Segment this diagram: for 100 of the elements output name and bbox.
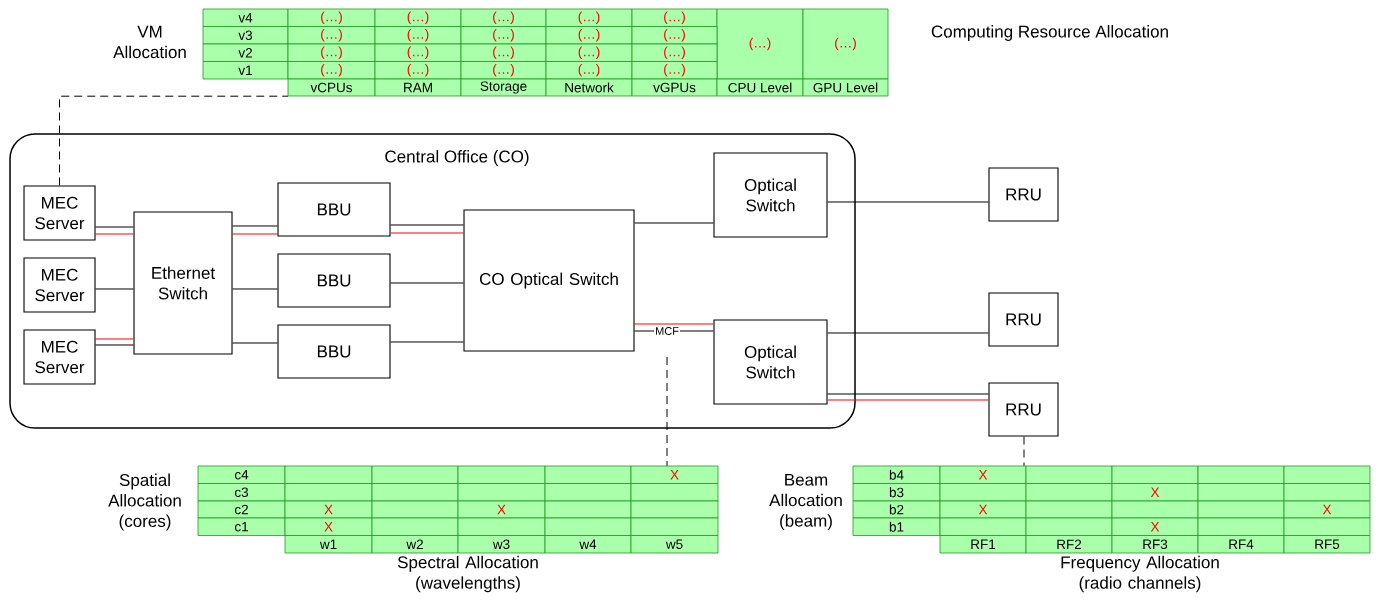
allocation-mark: X	[497, 504, 506, 515]
column-header: RAM	[404, 82, 432, 93]
column-header: w4	[579, 539, 597, 549]
connector-line	[232, 233, 278, 235]
connector-line	[95, 233, 134, 235]
cell-value: (…)	[578, 46, 600, 60]
connector-line	[390, 224, 464, 226]
row-label: c2	[234, 504, 248, 515]
connector-line	[634, 222, 714, 224]
cell-value: (…)	[664, 46, 685, 60]
cell-value: (…)	[407, 28, 429, 42]
cell-value: (…)	[664, 28, 685, 42]
node-label: Spatial Allocation (cores)	[108, 473, 181, 531]
connector-line	[390, 282, 464, 284]
switch-box: Ethernet Switch	[133, 211, 233, 355]
cell-value: (…)	[407, 46, 429, 60]
connector-line	[827, 393, 989, 395]
row-label: v3	[238, 30, 253, 40]
connector-line	[827, 399, 989, 401]
column-header: vCPUs	[310, 82, 352, 93]
connector-line	[95, 288, 134, 290]
edge-label: MCF	[654, 326, 680, 336]
column-header: w1	[319, 539, 337, 549]
column-header: vGPUs	[653, 82, 696, 93]
allocation-mark: X	[670, 470, 679, 480]
bbu-box: BBU	[277, 182, 391, 237]
cell-value: (…)	[835, 37, 856, 51]
row-label: b2	[889, 504, 904, 515]
connector-line	[390, 232, 464, 234]
column-header: RF2	[1057, 539, 1082, 549]
allocation-mark: X	[978, 470, 988, 480]
cell-value: (…)	[321, 28, 342, 42]
cell-value: (…)	[493, 11, 514, 25]
node-label: Spectral Allocation (wavelengths)	[397, 555, 538, 593]
row-label: b3	[889, 487, 904, 498]
row-label: b4	[889, 469, 904, 480]
row-label: c1	[234, 522, 248, 532]
leader-line	[1023, 436, 1025, 467]
connector-line	[232, 288, 278, 290]
cell-value: (…)	[664, 11, 685, 25]
connector-line	[95, 226, 134, 228]
column-header: CPU Level	[728, 82, 792, 93]
cell-value: (…)	[578, 63, 600, 77]
cell-value: (…)	[493, 63, 514, 77]
column-header: RF5	[1315, 539, 1340, 549]
row-label: v2	[238, 48, 252, 58]
rru-box: RRU	[988, 292, 1059, 347]
cell-value: (…)	[493, 46, 514, 60]
node-label: Frequency Allocation (radio channels)	[1061, 555, 1219, 593]
allocation-mark: X	[324, 504, 333, 515]
switch-box: Optical Switch	[713, 319, 828, 405]
server-box: MEC Server	[23, 257, 96, 313]
column-header: w2	[406, 539, 423, 549]
column-header: RF4	[1229, 539, 1254, 549]
allocation-mark: X	[1150, 487, 1160, 497]
allocation-mark: X	[324, 522, 333, 532]
server-box: MEC Server	[23, 185, 96, 241]
cell-value: (…)	[578, 28, 600, 42]
cell-value: (…)	[749, 37, 771, 51]
column-header: w5	[665, 539, 683, 549]
column-header: Network	[565, 82, 614, 93]
server-box: MEC Server	[23, 329, 96, 385]
column-header: w3	[492, 539, 510, 549]
connector-line	[827, 332, 989, 334]
leader-line	[666, 356, 668, 467]
connector-line	[95, 338, 134, 340]
allocation-mark: X	[978, 504, 988, 515]
row-label: c4	[234, 470, 249, 480]
connector-line	[232, 342, 278, 344]
connector-line	[827, 201, 989, 203]
connector-line	[390, 341, 464, 343]
row-label: v1	[238, 65, 252, 75]
cell-value: (…)	[321, 46, 342, 60]
cell-value: (…)	[578, 11, 600, 25]
row-label: b1	[889, 521, 904, 532]
connector-line	[95, 344, 134, 346]
cell-value: (…)	[407, 11, 429, 25]
column-header: Storage	[480, 81, 527, 94]
cell-value: (…)	[664, 63, 685, 77]
rru-box: RRU	[988, 167, 1059, 222]
cell-value: (…)	[321, 63, 342, 77]
connector-line	[232, 225, 278, 227]
cell-value: (…)	[493, 28, 514, 42]
allocation-mark: X	[1150, 522, 1160, 532]
allocation-mark: X	[1322, 504, 1332, 515]
column-header: RF3	[1143, 539, 1168, 549]
cell-value: (…)	[407, 63, 429, 77]
connector-line	[634, 323, 714, 325]
node-label: Beam Allocation (beam)	[769, 473, 842, 531]
row-label: v4	[238, 13, 253, 23]
node-label: VM Allocation	[113, 25, 186, 59]
column-header: GPU Level	[813, 82, 878, 93]
cell-value: (…)	[321, 11, 342, 25]
switch-box: Optical Switch	[713, 152, 828, 238]
heading: Computing Resource Allocation	[931, 25, 1168, 41]
leader-line	[59, 95, 289, 186]
column-header: RF1	[971, 539, 996, 549]
row-label: c3	[234, 487, 249, 497]
bbu-box: BBU	[277, 253, 391, 308]
switch-box: CO Optical Switch	[463, 209, 635, 352]
